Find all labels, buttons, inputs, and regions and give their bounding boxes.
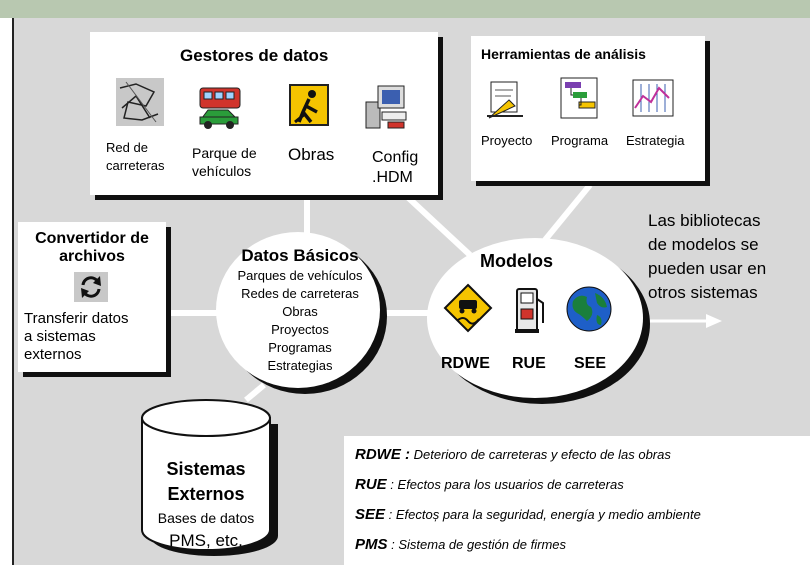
bibliotecas-line-3: pueden usar en [648, 259, 767, 278]
legend-row-rue: RUE : Efectos para los usuarios de carre… [355, 476, 624, 493]
legend-key-rdwe: RDWE : [355, 446, 410, 463]
sistemas-externos-cylinder [141, 399, 278, 556]
label-parque-1: Parque de [192, 145, 257, 161]
refresh-icon [74, 272, 108, 302]
sistemas-title-2: Externos [167, 484, 245, 504]
legend-key-see: SEE [355, 506, 386, 523]
label-parque-2: vehículos [192, 163, 252, 179]
vehicles-icon [199, 87, 241, 129]
datos-line-6: Estrategias [267, 358, 333, 373]
road-network-icon [116, 78, 164, 126]
legend-row-pms: PMS : Sistema de gestión de firmes [355, 536, 566, 553]
legend-key-pms: PMS [355, 536, 388, 553]
program-icon [560, 77, 598, 119]
label-rdwe: RDWE [441, 355, 490, 372]
convertidor-title-2: archivos [59, 248, 125, 265]
bibliotecas-line-2: de modelos se [648, 235, 759, 254]
modelos-title: Modelos [480, 251, 554, 271]
datos-line-2: Redes de carreteras [241, 286, 359, 301]
bibliotecas-line-4: otros sistemas [648, 283, 758, 302]
legend-desc-see: : Efectoș para la seguridad, energía y m… [388, 507, 701, 522]
label-red-carreteras-2: carreteras [106, 158, 165, 173]
label-config-2: .HDM [372, 169, 413, 186]
connector-datos-sistemas [244, 382, 266, 403]
legend-row-rdwe: RDWE : Deterioro de carreteras y efecto … [355, 446, 671, 463]
datos-basicos-circle [216, 232, 387, 394]
datos-line-5: Programas [268, 340, 332, 355]
label-programa: Programa [551, 133, 609, 148]
sistemas-title-1: Sistemas [166, 459, 246, 479]
project-icon [487, 81, 523, 119]
sistemas-line-2: PMS, etc. [169, 531, 243, 550]
computer-config-icon [365, 85, 407, 129]
label-proyecto: Proyecto [481, 133, 533, 148]
label-see: SEE [574, 355, 607, 372]
datos-line-4: Proyectos [271, 322, 329, 337]
datos-line-1: Parques de vehículos [237, 268, 363, 283]
connector-gestores-modelos [397, 187, 473, 258]
herramientas-title: Herramientas de análisis [481, 46, 646, 62]
convertidor-line-1: Transferir datos [24, 310, 129, 327]
convertidor-line-2: a sistemas [24, 328, 96, 345]
legend-row-see: SEE : Efectoș para la seguridad, energía… [355, 506, 701, 523]
top-band [0, 0, 810, 18]
globe-icon [566, 286, 612, 332]
sistemas-line-1: Bases de datos [157, 510, 255, 526]
convertidor-box: Convertidor de archivos Transferir datos… [18, 222, 166, 372]
label-obras: Obras [288, 145, 335, 164]
strategy-icon [632, 79, 674, 117]
road-warning-sign-icon [443, 283, 493, 333]
label-rue: RUE [512, 355, 546, 372]
herramientas-box: Herramientas de análisis Proyecto Progra… [471, 36, 705, 181]
convertidor-line-3: externos [24, 346, 82, 363]
connector-herramientas-modelos [542, 183, 593, 242]
convertidor-title-1: Convertidor de [35, 230, 149, 247]
bibliotecas-line-1: Las bibliotecas [648, 211, 761, 230]
legend-key-rue: RUE [355, 476, 387, 493]
legend-box: RDWE : Deterioro de carreteras y efecto … [344, 436, 810, 565]
label-estrategia: Estrategia [626, 133, 685, 148]
datos-basicos-title: Datos Básicos [241, 246, 359, 265]
road-works-icon [289, 84, 329, 126]
gestores-title: Gestores de datos [180, 46, 329, 65]
fuel-pump-icon [515, 288, 544, 333]
legend-desc-pms: : Sistema de gestión de firmes [391, 537, 566, 552]
datos-line-3: Obras [282, 304, 318, 319]
label-config-1: Config [372, 149, 419, 166]
label-red-carreteras-1: Red de [106, 140, 148, 155]
legend-desc-rdwe: Deterioro de carreteras y efecto de las … [413, 447, 671, 462]
gestores-box: Gestores de datos [90, 32, 438, 195]
legend-desc-rue: : Efectos para los usuarios de carretera… [390, 477, 624, 492]
arrow-head [706, 314, 722, 328]
